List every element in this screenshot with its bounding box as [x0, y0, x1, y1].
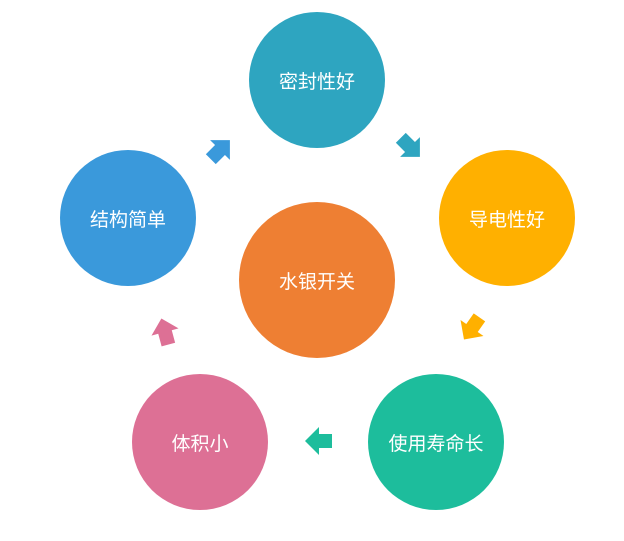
- node-label: 使用寿命长: [388, 432, 484, 455]
- node-conductivity: 导电性好: [439, 150, 575, 286]
- node-size: 体积小: [132, 374, 268, 510]
- arrow-icon: [305, 427, 332, 455]
- arrow-icon: [395, 132, 420, 157]
- node-label: 导电性好: [468, 208, 545, 231]
- arrow-icon: [151, 318, 179, 347]
- arrow-icon: [205, 140, 230, 165]
- node-sealing: 密封性好: [249, 12, 385, 148]
- arrow-icon: [460, 313, 486, 340]
- node-label: 密封性好: [278, 70, 355, 93]
- node-structure: 结构简单: [60, 150, 196, 286]
- node-label: 体积小: [171, 432, 229, 455]
- center-node: 水银开关: [239, 202, 395, 358]
- node-label: 结构简单: [89, 208, 166, 231]
- node-lifespan: 使用寿命长: [368, 374, 504, 510]
- center-label: 水银开关: [278, 270, 355, 293]
